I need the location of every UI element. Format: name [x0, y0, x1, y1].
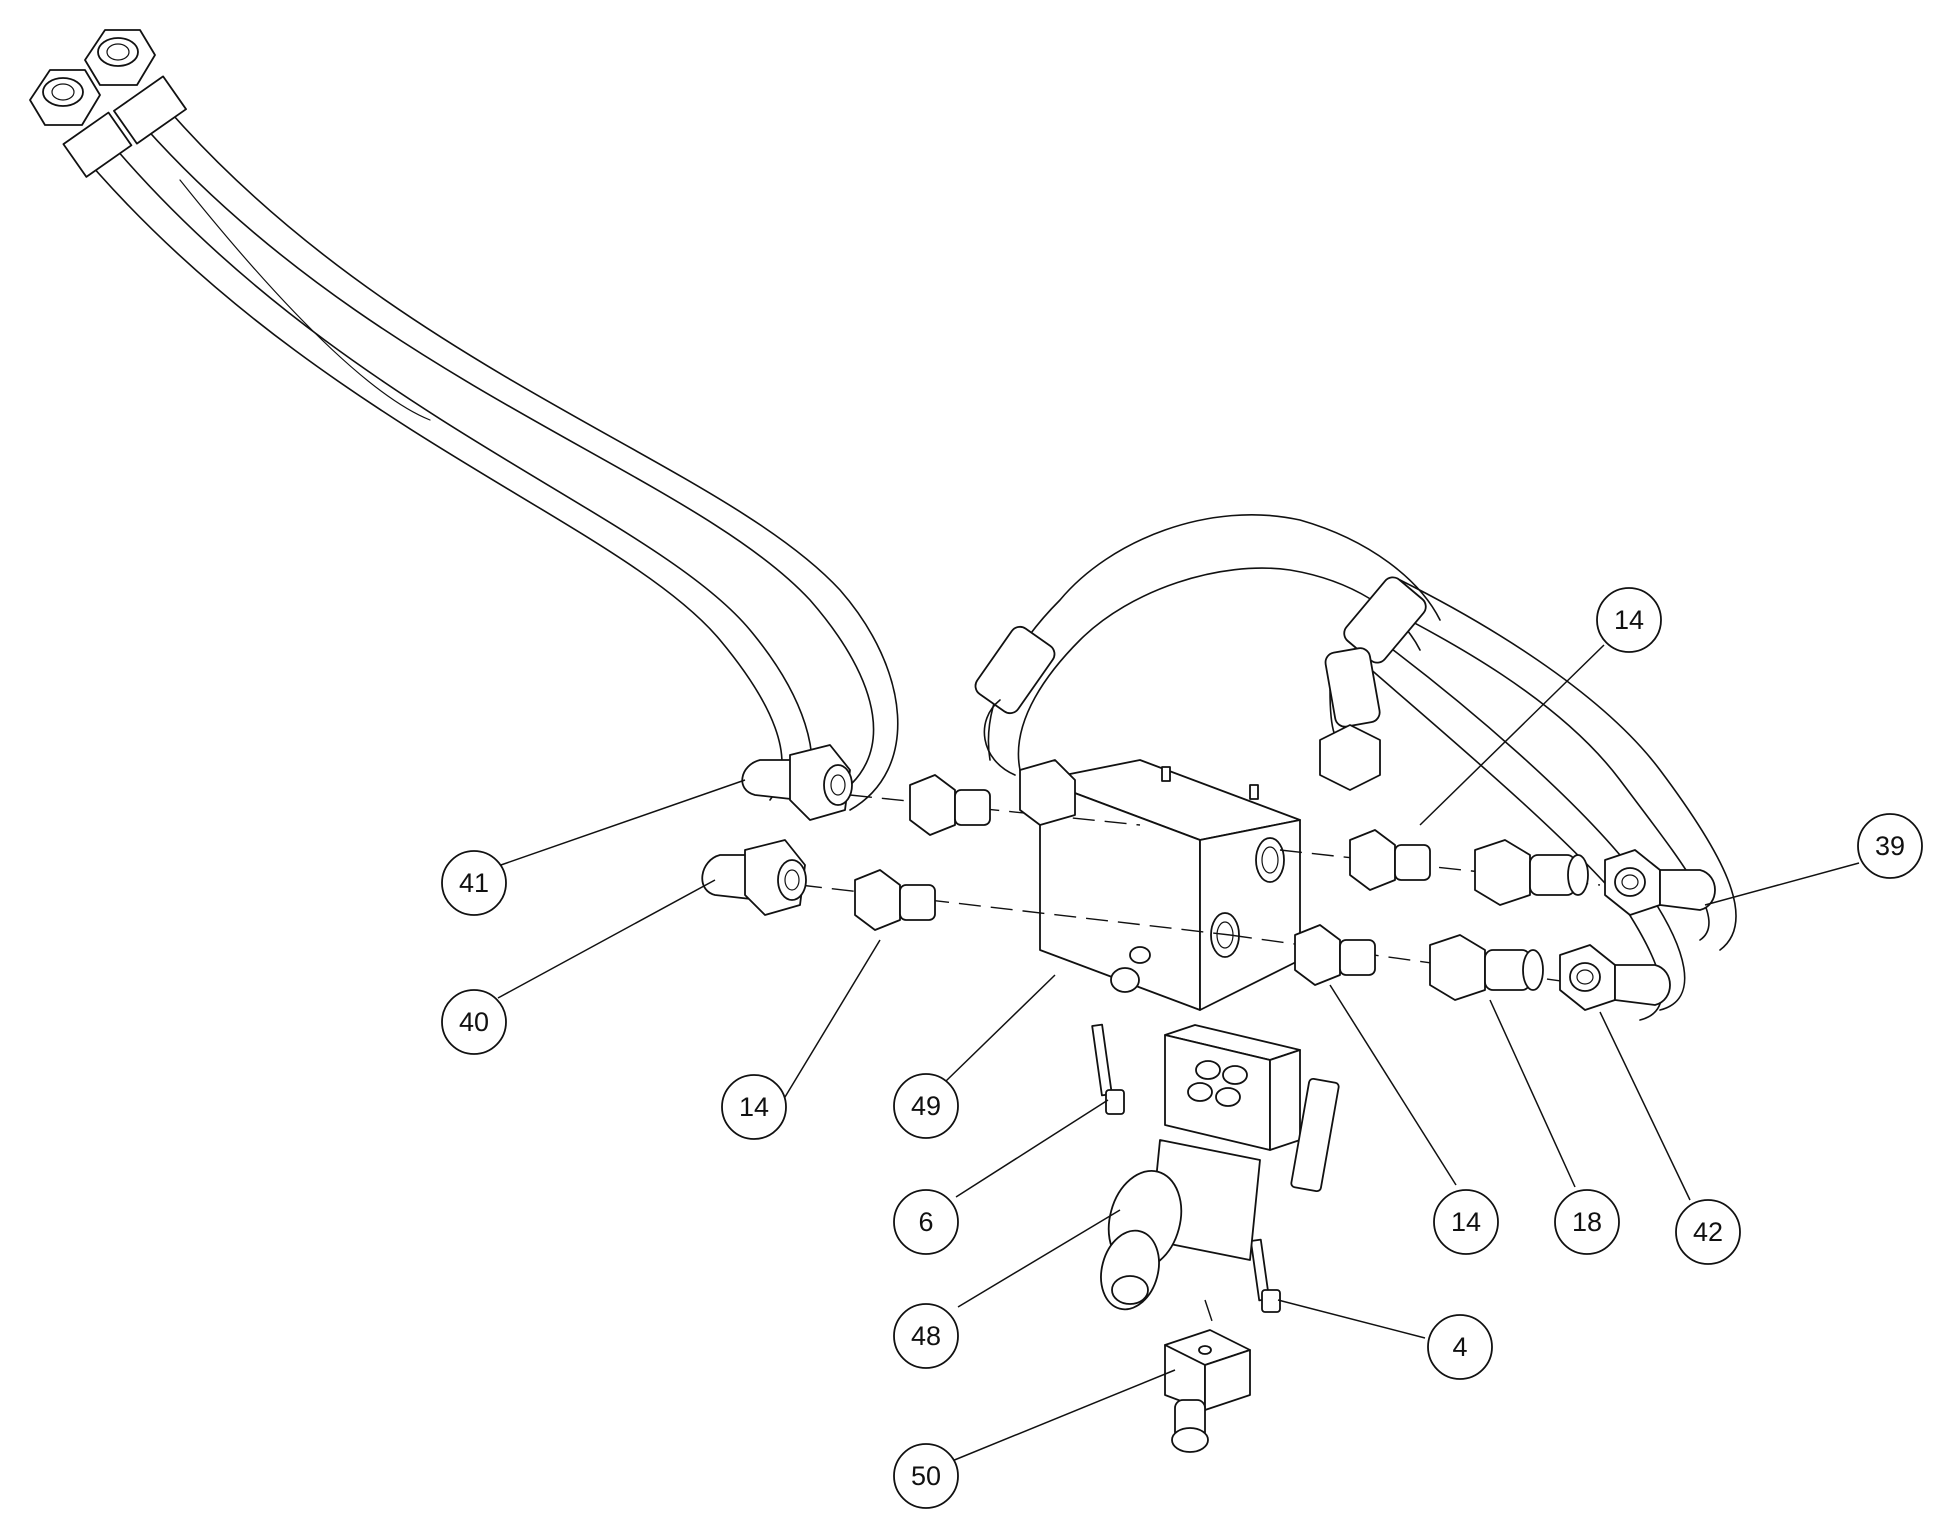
- manifold-block: [1039, 759, 1301, 1011]
- callout-50: 50: [893, 1443, 959, 1509]
- adapter-14-left-lower: [854, 869, 936, 931]
- callout-4: 4: [1427, 1314, 1493, 1380]
- hose-end-fitting-right: [84, 29, 187, 145]
- elbow-fitting-39: [1604, 849, 1716, 916]
- callout-label: 4: [1452, 1332, 1467, 1362]
- adapter-14-right-upper: [1349, 829, 1431, 891]
- callout-label: 14: [739, 1092, 769, 1122]
- callout-6: 6: [893, 1189, 959, 1255]
- elbow-fitting-40: [701, 839, 807, 916]
- callout-14-mid: 14: [1433, 1189, 1499, 1255]
- upper-hose-loop: [974, 513, 1737, 1021]
- callout-14-left: 14: [721, 1074, 787, 1140]
- callout-label: 14: [1614, 605, 1644, 635]
- callout-41: 41: [441, 850, 507, 916]
- swivel-fitting-18: [1429, 934, 1544, 1001]
- adapter-14-right-lower: [1294, 924, 1376, 986]
- callout-label: 49: [911, 1091, 941, 1121]
- callout-label: 50: [911, 1461, 941, 1491]
- callout-42: 42: [1675, 1199, 1741, 1265]
- callout-label: 41: [459, 868, 489, 898]
- connector-plug: [1164, 1329, 1251, 1453]
- callout-label: 40: [459, 1007, 489, 1037]
- elbow-fitting-42: [1559, 944, 1671, 1011]
- callout-label: 14: [1451, 1207, 1481, 1237]
- adapter-14-left-upper: [909, 774, 991, 836]
- callout-label: 42: [1693, 1217, 1723, 1247]
- callout-48: 48: [893, 1303, 959, 1369]
- callout-label: 39: [1875, 831, 1905, 861]
- callout-14-top: 14: [1596, 587, 1662, 653]
- callout-49: 49: [893, 1073, 959, 1139]
- callout-label: 48: [911, 1321, 941, 1351]
- callout-18: 18: [1554, 1189, 1620, 1255]
- solenoid-valve: [1100, 1024, 1340, 1311]
- hose-nut-upper-center: [983, 699, 1076, 826]
- leader-lines: [497, 644, 1860, 1462]
- callout-40: 40: [441, 989, 507, 1055]
- callout-label: 6: [918, 1207, 933, 1237]
- swivel-fitting-upper: [1474, 839, 1589, 906]
- screw-6: [1091, 1023, 1125, 1115]
- long-hose-assembly: [29, 29, 899, 811]
- hose-end-fitting-left: [29, 69, 133, 178]
- callout-label: 18: [1572, 1207, 1602, 1237]
- screw-4: [1249, 1238, 1281, 1313]
- elbow-fitting-41: [741, 744, 853, 821]
- callout-39: 39: [1857, 813, 1923, 879]
